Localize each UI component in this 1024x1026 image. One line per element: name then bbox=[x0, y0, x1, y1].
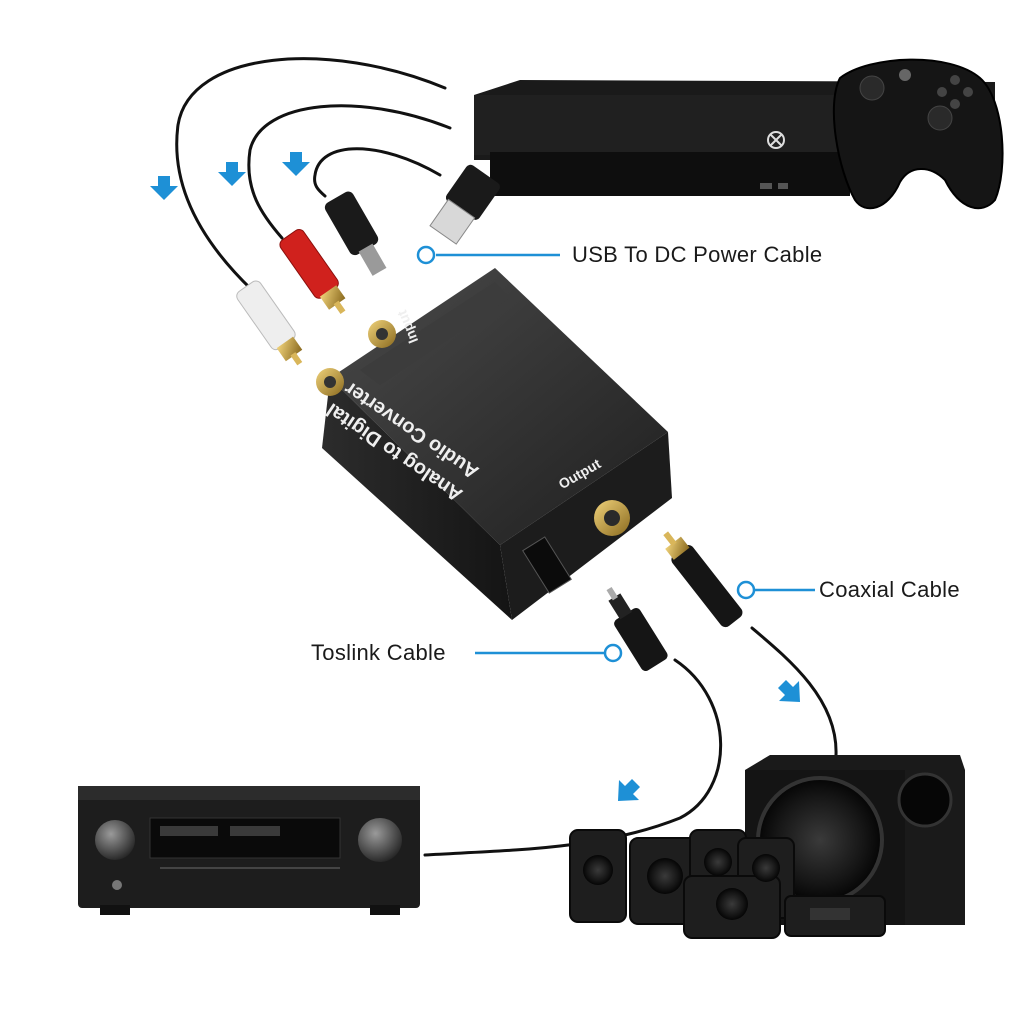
usb-plug bbox=[429, 164, 500, 245]
callout-marker-toslink bbox=[603, 643, 623, 663]
arrow-down-icon bbox=[282, 152, 310, 176]
speaker-system bbox=[569, 755, 965, 939]
dc-cable bbox=[313, 147, 442, 198]
xbox-logo-icon bbox=[767, 131, 785, 149]
red-rca-cable bbox=[247, 104, 452, 240]
av-receiver bbox=[78, 786, 420, 915]
toslink-cable bbox=[423, 658, 723, 857]
game-controller bbox=[832, 58, 1004, 210]
dc-power-plug bbox=[324, 191, 387, 276]
toslink-cable-label: Toslink Cable bbox=[311, 640, 446, 665]
rca-white-plug bbox=[236, 280, 303, 366]
coaxial-cable-label: Coaxial Cable bbox=[819, 577, 960, 602]
toslink-plug bbox=[606, 586, 668, 671]
arrow-down-right-icon bbox=[778, 680, 800, 702]
cables bbox=[175, 57, 838, 857]
arrows bbox=[150, 152, 800, 801]
arrow-down-icon bbox=[150, 176, 178, 200]
callout-marker-coaxial bbox=[736, 580, 756, 600]
converter-box: Analog to Digital Audio Converter Input … bbox=[316, 268, 672, 620]
white-rca-cable bbox=[175, 57, 447, 292]
coaxial-plug bbox=[663, 531, 743, 628]
usb-dc-cable-label: USB To DC Power Cable bbox=[572, 242, 823, 267]
arrow-down-left-icon bbox=[618, 779, 640, 801]
callout-marker-usb bbox=[416, 245, 436, 265]
receiver-volume-knob-right bbox=[358, 818, 402, 862]
coaxial-cable bbox=[750, 626, 838, 757]
rca-red-plug bbox=[279, 229, 346, 314]
callout-lines bbox=[416, 245, 815, 663]
arrow-down-icon bbox=[218, 162, 246, 186]
receiver-volume-knob-left bbox=[95, 820, 135, 860]
